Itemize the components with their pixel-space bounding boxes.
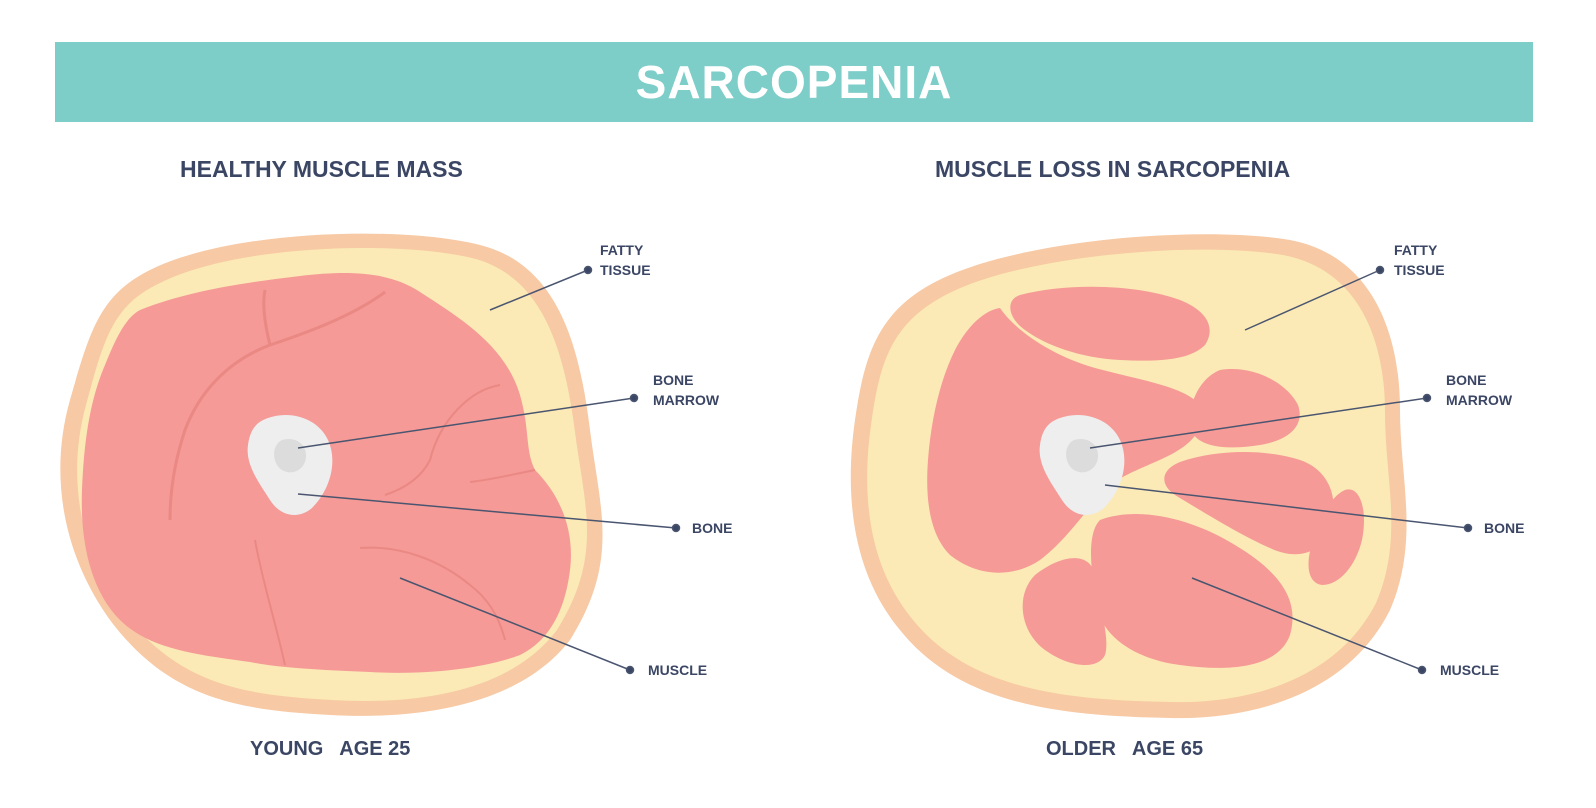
healthy-fascia-line <box>168 290 386 521</box>
left-label-fatty-line1: FATTY <box>600 242 644 258</box>
sarcopenia-muscle-group <box>1022 558 1107 666</box>
right-panel-heading: MUSCLE LOSS IN SARCOPENIA <box>935 156 1291 182</box>
right-label-bone: BONE <box>1484 520 1525 536</box>
right-leader-lines <box>1089 265 1473 675</box>
right-panel-caption: OLDER AGE 65 <box>1046 738 1204 760</box>
sarcopenia-muscle-group <box>1091 514 1293 668</box>
left-label-bone-marrow: BONE MARROW <box>653 370 719 410</box>
right-label-fatty-tissue: FATTY TISSUE <box>1394 240 1445 280</box>
left-label-marrow-line2: MARROW <box>653 392 720 408</box>
healthy-fascia-line <box>359 546 506 641</box>
right-label-marrow-line1: BONE <box>1446 372 1487 388</box>
sarcopenia-thigh-cross-section <box>850 234 1407 719</box>
left-label-fatty-line2: TISSUE <box>600 262 651 278</box>
page-title: SARCOPENIA <box>635 56 953 108</box>
sarcopenia-muscle-group <box>1164 452 1334 555</box>
right-label-muscle: MUSCLE <box>1440 662 1500 678</box>
sarcopenia-muscle-group <box>1308 489 1365 585</box>
left-panel-caption: YOUNG AGE 25 <box>250 738 411 760</box>
right-label-marrow-line2: MARROW <box>1446 392 1513 408</box>
healthy-thigh-cross-section <box>60 233 603 716</box>
right-label-fatty-line2: TISSUE <box>1394 262 1445 278</box>
healthy-bone-marrow <box>274 438 307 473</box>
sarcopenia-muscle-group <box>1189 369 1300 448</box>
left-panel-heading: HEALTHY MUSCLE MASS <box>180 156 463 182</box>
left-label-bone: BONE <box>692 520 733 536</box>
right-label-fatty-line1: FATTY <box>1394 242 1438 258</box>
sarcopenia-bone-marrow <box>1066 438 1099 473</box>
left-label-marrow-line1: BONE <box>653 372 694 388</box>
left-leader-lines <box>297 265 681 675</box>
healthy-fascia-line <box>254 539 286 666</box>
left-label-muscle: MUSCLE <box>648 662 708 678</box>
healthy-fascia-line <box>262 289 272 346</box>
sarcopenia-muscle-group <box>1010 286 1210 361</box>
title-banner: SARCOPENIA <box>55 42 1533 122</box>
healthy-fascia-line <box>384 384 501 496</box>
right-label-bone-marrow: BONE MARROW <box>1446 370 1512 410</box>
left-label-fatty-tissue: FATTY TISSUE <box>600 240 651 280</box>
healthy-fascia-line <box>469 469 536 483</box>
